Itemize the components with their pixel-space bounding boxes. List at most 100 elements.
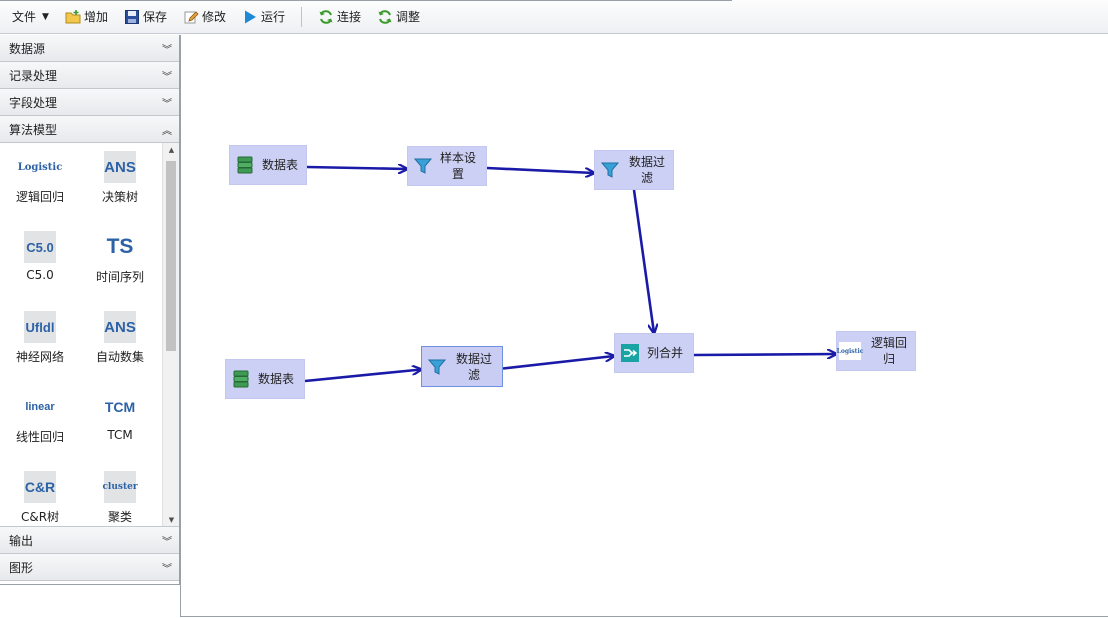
run-label: 运行 [260,10,285,24]
algo-cart-tree[interactable]: C&R C&R树 [0,471,80,525]
node-data-filter[interactable]: 数据过滤 [421,346,503,387]
node-data-table[interactable]: 数据表 [229,145,307,185]
node-label: 数据过滤 [455,351,492,382]
adjust-label: 调整 [396,10,421,24]
run-button[interactable]: 运行 [236,5,291,29]
node-label: 逻辑回归 [870,336,907,366]
algo-auto-dataset[interactable]: ANS 自动数集 [80,311,160,365]
ans-icon: ANS [104,151,136,183]
toolbar-separator [301,6,302,27]
node-label: 数据过滤 [628,155,665,185]
section-label: 图形 [9,560,34,575]
algo-label: C5.0 [26,268,54,282]
linear-icon: linear [25,401,55,413]
floppy-disk-icon [124,9,140,25]
c50-icon: C5.0 [24,231,56,263]
section-graphics[interactable]: 图形 ︾ [0,554,179,581]
scroll-thumb[interactable] [166,161,176,351]
algorithm-palette: Logistic 逻辑回归 ANS 决策树 C5.0 C5.0 TS 时间序列 … [0,143,179,527]
edit-button[interactable]: 修改 [177,5,232,29]
toolbar: 文件 ▼ 增加 保存 修改 运行 连接 调整 [0,0,1108,34]
algo-label: 决策树 [101,190,138,204]
connect-button[interactable]: 连接 [312,5,367,29]
palette-scrollbar[interactable]: ▲ ▼ [162,143,179,526]
algo-label: 自动数集 [95,350,144,364]
connection-arrow[interactable] [693,354,836,355]
connection-arrow[interactable] [486,166,594,173]
algo-label: 线性回归 [15,430,64,444]
add-button[interactable]: 增加 [59,5,114,29]
edit-label: 修改 [201,10,226,24]
node-label: 数据表 [262,158,299,172]
workflow-canvas[interactable]: 数据表 样本设置 数据过滤 数据表 数据过滤 列合并 Logistic 逻辑回归 [180,35,1108,617]
algo-label: C&R树 [20,510,60,524]
logistic-icon: Logistic [17,161,63,173]
section-label: 字段处理 [9,95,58,110]
play-icon [242,9,258,25]
node-sample-settings[interactable]: 样本设置 [407,146,487,186]
section-label: 算法模型 [9,122,58,137]
node-label: 样本设置 [440,151,477,181]
section-field-processing[interactable]: 字段处理 ︾ [0,89,179,116]
database-icon [232,370,250,388]
adjust-button[interactable]: 调整 [371,5,426,29]
scroll-up-icon[interactable]: ▲ [168,146,175,154]
connection-arrow[interactable] [632,189,654,333]
algo-label: TCM [107,428,133,442]
algo-label: 逻辑回归 [15,190,64,204]
algo-label: 神经网络 [15,350,64,364]
merge-icon [621,344,639,362]
cart-icon: C&R [24,471,56,503]
save-button[interactable]: 保存 [118,5,173,29]
node-data-table[interactable]: 数据表 [225,359,305,399]
double-chevron-down-icon: ︾ [162,563,172,575]
connection-arrow[interactable] [502,356,614,370]
pencil-icon [183,9,199,25]
database-icon [236,156,254,174]
edge-layer [304,35,1108,383]
sidebar: 数据源 ︾ 记录处理 ︾ 字段处理 ︾ 算法模型 ︽ Logistic 逻辑回归… [0,35,180,585]
algo-time-series[interactable]: TS 时间序列 [80,231,160,285]
file-menu-label: 文件 [12,10,37,24]
refresh-icon [318,9,334,25]
algo-neural-network[interactable]: Ufldl 神经网络 [0,311,80,365]
scroll-down-icon[interactable]: ▼ [168,516,175,524]
double-chevron-down-icon: ︾ [162,44,172,56]
section-record-processing[interactable]: 记录处理 ︾ [0,62,179,89]
double-chevron-up-icon: ︽ [162,125,172,137]
double-chevron-down-icon: ︾ [162,71,172,83]
node-label: 列合并 [647,346,684,360]
algo-label: 聚类 [107,510,132,524]
double-chevron-down-icon: ︾ [162,98,172,110]
ans-icon: ANS [104,311,136,343]
ufldl-icon: Ufldl [24,311,56,343]
ts-icon: TS [106,235,134,258]
folder-add-icon [65,9,81,25]
filter-icon [601,161,619,179]
section-label: 记录处理 [9,68,58,83]
double-chevron-down-icon: ︾ [162,536,172,548]
connection-arrow[interactable] [304,370,421,383]
section-data-source[interactable]: 数据源 ︾ [0,35,179,62]
algo-label: 时间序列 [95,270,144,284]
section-label: 输出 [9,533,34,548]
save-label: 保存 [142,10,167,24]
algo-tcm[interactable]: TCM TCM [80,391,160,442]
algo-clustering[interactable]: cluster 聚类 [80,471,160,525]
section-label: 数据源 [9,41,46,56]
section-algorithm-model[interactable]: 算法模型 ︽ [0,116,179,143]
file-menu[interactable]: 文件 ▼ [6,5,55,29]
connection-arrow[interactable] [306,167,407,169]
dropdown-arrow-icon: ▼ [42,11,49,22]
algo-decision-tree[interactable]: ANS 决策树 [80,151,160,205]
refresh-icon [377,9,393,25]
cluster-icon: cluster [102,471,138,503]
algo-logistic-regression[interactable]: Logistic 逻辑回归 [0,151,80,205]
node-column-merge[interactable]: 列合并 [614,333,694,373]
algo-linear-regression[interactable]: linear 线性回归 [0,391,80,445]
node-data-filter[interactable]: 数据过滤 [594,150,674,190]
node-logistic-regression[interactable]: Logistic 逻辑回归 [836,331,916,371]
section-output[interactable]: 输出 ︾ [0,527,179,554]
logistic-icon: Logistic [837,342,863,360]
algo-c50[interactable]: C5.0 C5.0 [0,231,80,282]
